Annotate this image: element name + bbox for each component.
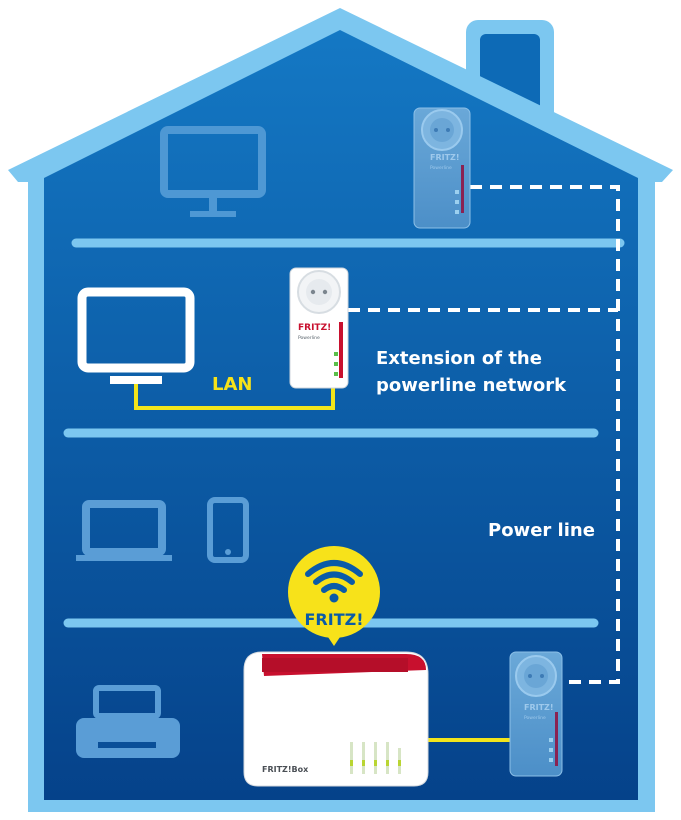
adapter-top-sub: Powerline	[430, 165, 452, 171]
lan-cable-upper	[134, 380, 335, 410]
powerline-connection	[348, 185, 620, 684]
lan-label: LAN	[212, 374, 253, 395]
power-line-label: Power line	[488, 520, 595, 541]
tv-icon	[77, 287, 195, 384]
wifi-icon	[305, 560, 363, 593]
powerline-adapter-middle	[289, 267, 349, 389]
wifi-badge	[288, 546, 380, 646]
extension-label-line2: powerline network	[376, 375, 567, 396]
printer-icon	[76, 685, 180, 758]
extension-label-line1: Extension of the	[376, 348, 542, 369]
powerline-adapter-bottom	[509, 651, 563, 777]
adapter-bottom-sub: Powerline	[524, 715, 546, 721]
adapter-top-brand: FRITZ!	[430, 153, 460, 162]
house	[8, 8, 673, 812]
wifi-badge-label: FRITZ!	[304, 610, 363, 629]
adapter-bottom-brand: FRITZ!	[524, 703, 554, 712]
smartphone-icon	[207, 497, 249, 563]
powerline-adapter-top	[413, 107, 471, 229]
adapter-middle-sub: Powerline	[298, 335, 320, 341]
adapter-middle-brand: FRITZ!	[298, 323, 331, 333]
fritzbox-router	[243, 651, 429, 787]
laptop-icon	[76, 500, 172, 561]
desktop-monitor-icon	[160, 126, 266, 217]
router-brand: FRITZ!Box	[262, 765, 309, 774]
